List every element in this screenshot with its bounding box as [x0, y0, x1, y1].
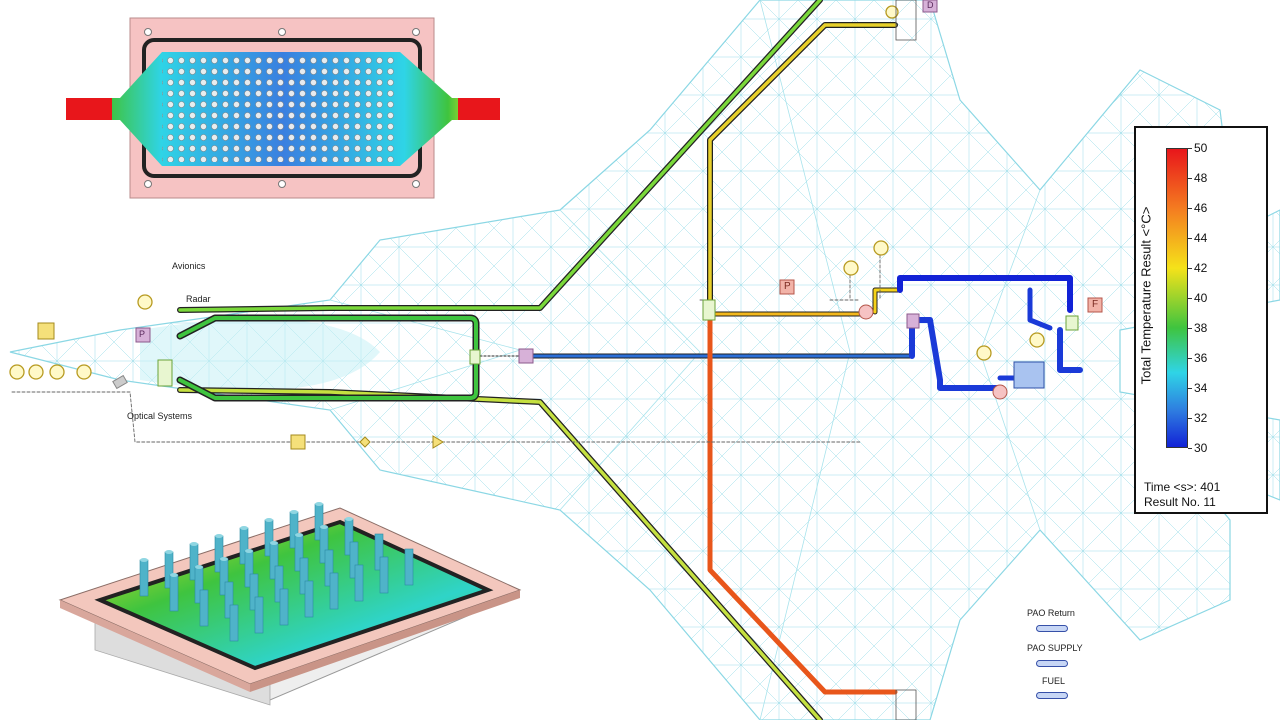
colorbar-tick-mark — [1188, 178, 1192, 179]
components — [9, 0, 1103, 720]
colorbar-tick-label: 36 — [1194, 351, 1208, 365]
pipe-network — [11, 0, 1083, 720]
fuel-f-tag: F — [1092, 299, 1099, 310]
colorbar-tick-mark — [1188, 208, 1192, 209]
colorbar-tick-label: 38 — [1194, 321, 1208, 335]
aircraft-wireframe — [9, 0, 1280, 720]
colorbar-tick-label: 44 — [1194, 231, 1208, 245]
cold-plate-thermal-map — [66, 17, 500, 199]
colorbar-tick-mark — [1188, 268, 1192, 269]
legend-fuel-line — [1036, 692, 1068, 699]
legend-pao-return-line — [1036, 625, 1068, 632]
time-readout: Time <s>: 401 — [1144, 480, 1221, 494]
pump-p-tag: P — [784, 281, 791, 292]
colorbar-tick-mark — [1188, 298, 1192, 299]
legend-pao-return-label: PAO Return — [1027, 608, 1075, 618]
legend-pao-supply-label: PAO SUPPLY — [1027, 643, 1083, 653]
legend-fuel-label: FUEL — [1042, 676, 1066, 686]
colorbar-tick-label: 42 — [1194, 261, 1208, 275]
result-number: Result No. 11 — [1144, 495, 1216, 509]
colorbar-tick-label: 48 — [1194, 171, 1208, 185]
colorbar-ramp — [1166, 148, 1188, 448]
legend-pao-supply-line — [1036, 660, 1068, 667]
colorbar-tick-label: 30 — [1194, 441, 1208, 455]
colorbar-title: Total Temperature Result <°C> — [1138, 206, 1154, 385]
colorbar-tick-mark — [1188, 328, 1192, 329]
colorbar-tick-label: 40 — [1194, 291, 1208, 305]
colorbar-tick-label: 46 — [1194, 201, 1208, 215]
colorbar-tick-mark — [1188, 238, 1192, 239]
colorbar-tick-mark — [1188, 358, 1192, 359]
cold-plate-3d-model — [58, 502, 522, 706]
colorbar-tick-label: 50 — [1194, 141, 1208, 155]
colorbar-tick-mark — [1188, 448, 1192, 449]
avionics-label: Avionics — [172, 261, 206, 271]
avionics-p-tag: P — [139, 329, 146, 339]
temperature-colorbar: Total Temperature Result <°C> 50 48 46 44 42… — [1134, 126, 1268, 514]
radar-label: Radar — [186, 294, 211, 304]
colorbar-tick-mark — [1188, 388, 1192, 389]
colorbar-tick-mark — [1188, 418, 1192, 419]
colorbar-tick-label: 32 — [1194, 411, 1208, 425]
top-d-tag: D — [927, 0, 934, 10]
colorbar-tick-label: 34 — [1194, 381, 1208, 395]
optical-systems-label: Optical Systems — [127, 411, 193, 421]
colorbar-tick-mark — [1188, 148, 1192, 149]
